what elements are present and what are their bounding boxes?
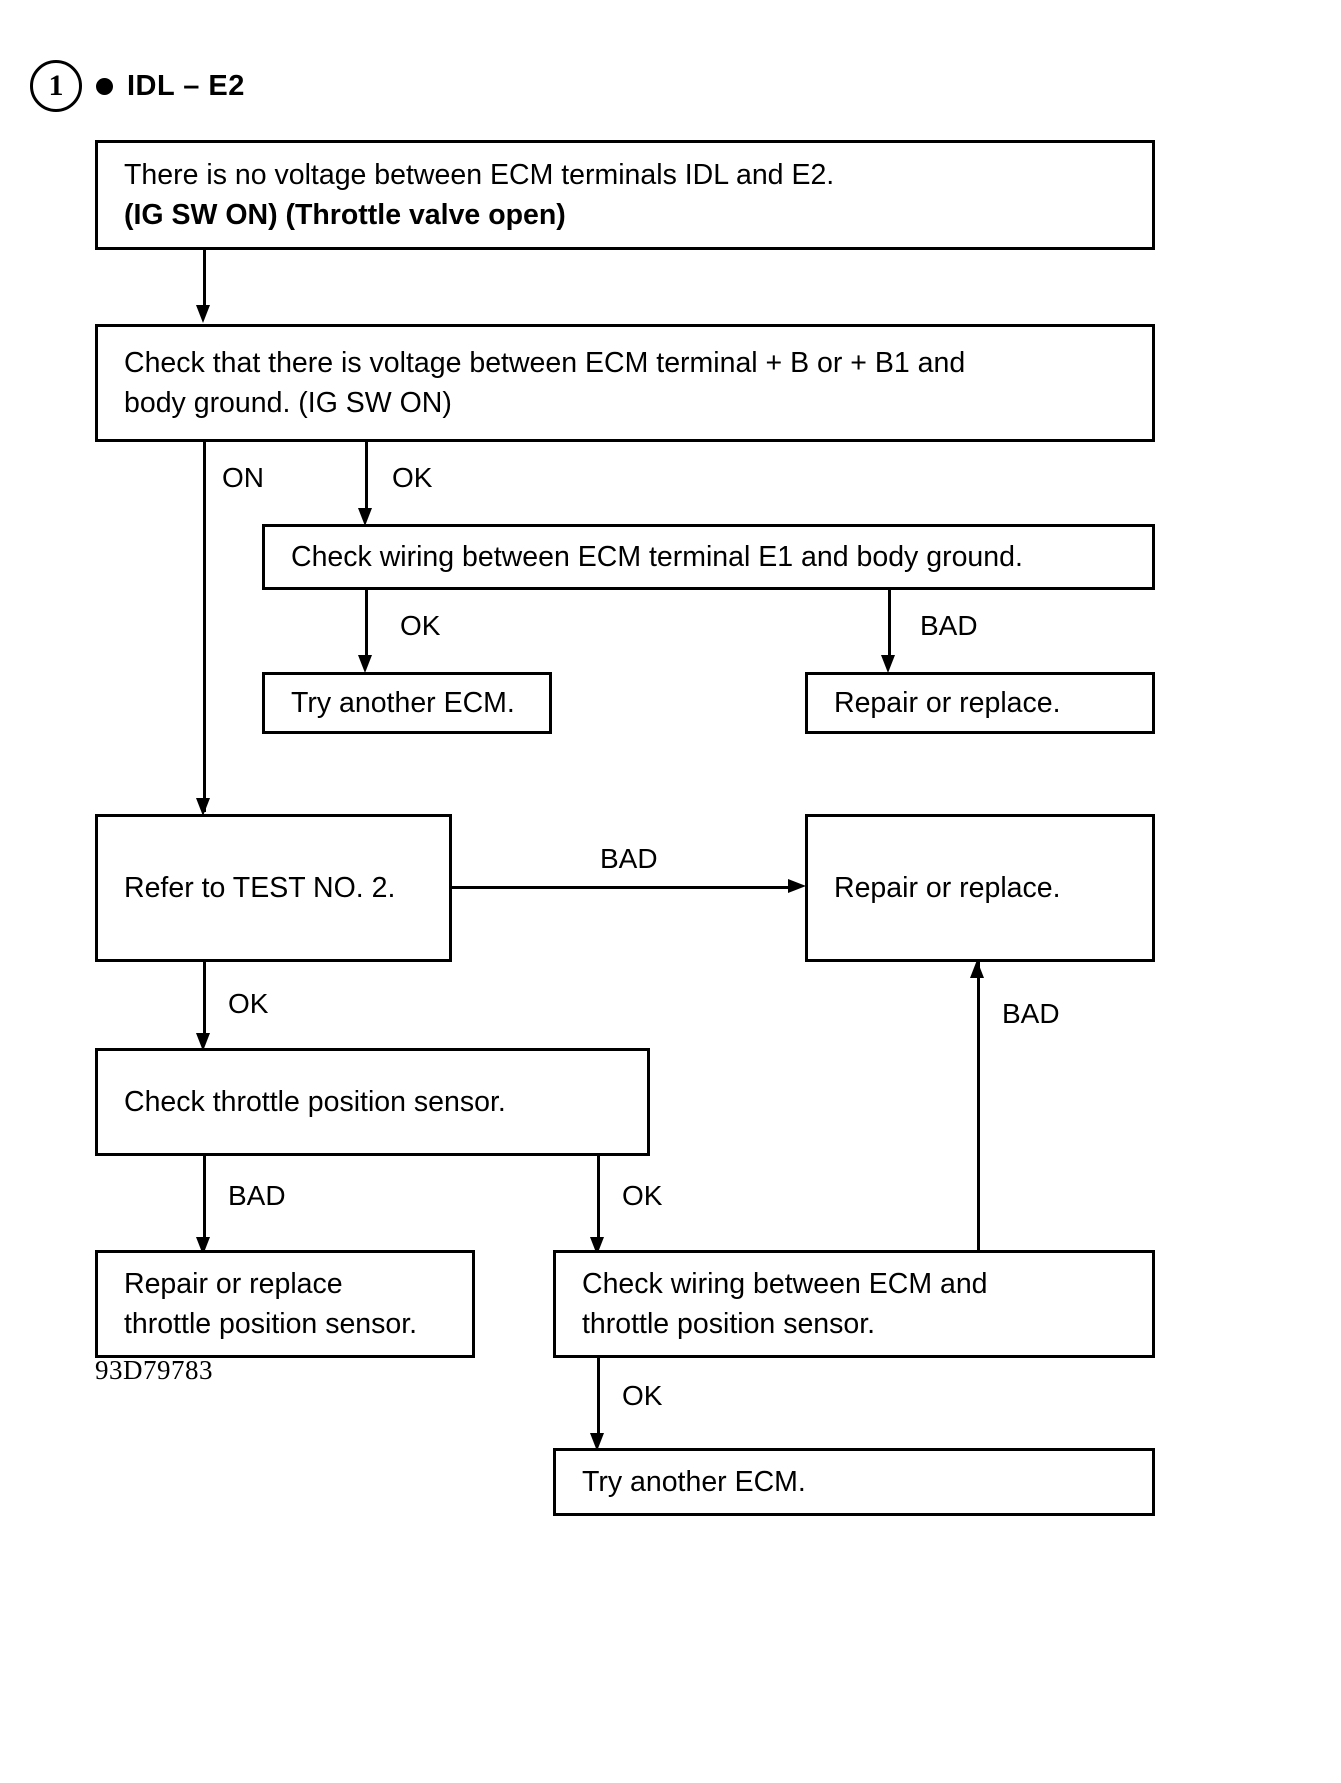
edge-label-bad: BAD <box>600 843 658 874</box>
arrow-down-icon <box>881 655 895 673</box>
node-line: throttle position sensor. <box>582 1308 876 1340</box>
arrow-down-icon <box>358 655 372 673</box>
edge-label-ok: OK <box>228 988 269 1019</box>
node-line: Check throttle position sensor. <box>124 1085 506 1118</box>
diagram-header: 1 IDL – E2 <box>30 60 245 112</box>
connector-n3-n5 <box>888 590 891 662</box>
arrow-down-icon <box>196 1033 210 1051</box>
connector-n8-n9 <box>203 1156 206 1244</box>
arrow-down-icon <box>196 798 210 816</box>
edge-label-bad: BAD <box>1002 998 1060 1029</box>
node-no-voltage-idl-e2: There is no voltage between ECM terminal… <box>95 140 1155 250</box>
edge-label-bad: BAD <box>920 610 978 641</box>
edge-label-ok: OK <box>622 1380 663 1411</box>
node-line: Repair or replace <box>124 1267 343 1300</box>
connector-n3-n4 <box>365 590 368 662</box>
arrow-up-icon <box>970 960 984 978</box>
edge-label-ok: OK <box>400 610 441 641</box>
step-number-badge: 1 <box>30 60 82 112</box>
node-line: There is no voltage between ECM terminal… <box>124 158 835 191</box>
node-repair-replace-throttle-sensor: Repair or replace throttle position sens… <box>95 1250 475 1358</box>
connector-n1-n2 <box>203 250 206 312</box>
arrow-right-icon <box>788 879 806 893</box>
node-try-another-ecm-2: Try another ECM. <box>553 1448 1155 1516</box>
connector-n8-n10 <box>597 1156 600 1244</box>
node-line: Check wiring between ECM and <box>582 1267 988 1300</box>
node-repair-or-replace-2: Repair or replace. <box>805 814 1155 962</box>
edge-label-ok: OK <box>392 462 433 493</box>
node-line: throttle position sensor. <box>124 1308 418 1340</box>
edge-label-ok: OK <box>622 1180 663 1211</box>
node-check-wiring-ecm-tps: Check wiring between ECM and throttle po… <box>553 1250 1155 1358</box>
connector-n10-n11 <box>597 1358 600 1440</box>
page-title: IDL – E2 <box>127 69 245 102</box>
node-check-voltage-b-b1: Check that there is voltage between ECM … <box>95 324 1155 442</box>
arrow-down-icon <box>196 305 210 323</box>
edge-label-bad: BAD <box>228 1180 286 1211</box>
node-line: Try another ECM. <box>582 1465 806 1498</box>
node-line: Check that there is voltage between ECM … <box>124 346 966 379</box>
arrow-down-icon <box>358 508 372 526</box>
arrow-down-icon <box>590 1433 604 1451</box>
node-line: Check wiring between ECM terminal E1 and… <box>291 540 1023 573</box>
connector-n10-n7 <box>977 962 980 1250</box>
edge-label-on: ON <box>222 462 264 493</box>
node-line: Try another ECM. <box>291 686 515 719</box>
node-line: body ground. (IG SW ON) <box>124 387 452 419</box>
node-repair-or-replace-1: Repair or replace. <box>805 672 1155 734</box>
connector-n2-n3 <box>365 442 368 514</box>
connector-n6-n7 <box>452 886 797 889</box>
bullet-dot-icon <box>96 77 113 95</box>
node-line: Repair or replace. <box>834 686 1061 719</box>
figure-code: 93D79783 <box>95 1355 213 1385</box>
node-try-another-ecm-1: Try another ECM. <box>262 672 552 734</box>
node-line: Refer to TEST NO. 2. <box>124 871 396 904</box>
node-check-wiring-e1-ground: Check wiring between ECM terminal E1 and… <box>262 524 1155 590</box>
connector-n2-n6 <box>203 442 206 812</box>
node-line: Repair or replace. <box>834 871 1061 904</box>
node-refer-test-no-2: Refer to TEST NO. 2. <box>95 814 452 962</box>
node-line: (IG SW ON) (Throttle valve open) <box>124 199 566 231</box>
connector-n6-n8 <box>203 962 206 1040</box>
node-check-throttle-position-sensor: Check throttle position sensor. <box>95 1048 650 1156</box>
